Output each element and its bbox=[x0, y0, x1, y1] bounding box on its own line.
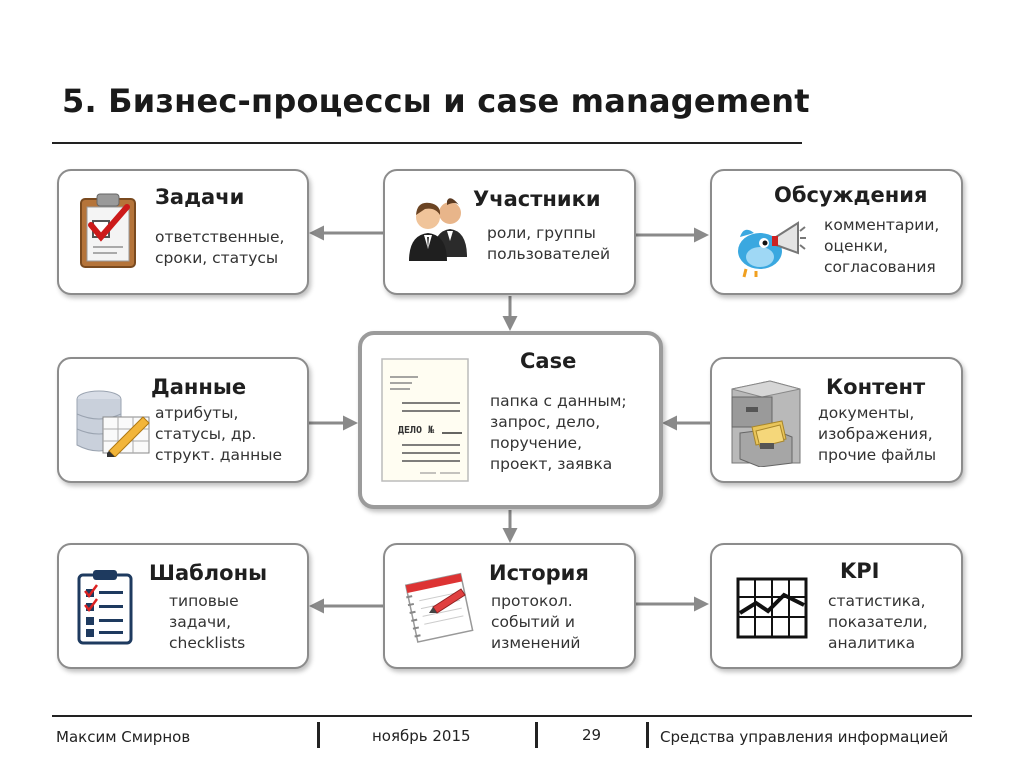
box-data-line: статусы, др. bbox=[155, 425, 257, 443]
box-case-line: поручение, bbox=[490, 434, 582, 452]
bird-megaphone-icon bbox=[734, 213, 806, 283]
box-data-heading: Данные bbox=[151, 375, 247, 399]
box-members: Участники роли, группы пользователей bbox=[383, 169, 636, 295]
box-content: Контент документы, изображения, прочие ф… bbox=[710, 357, 963, 483]
box-templates-line: checklists bbox=[169, 634, 246, 652]
footer-separator bbox=[317, 722, 320, 748]
box-discuss-heading: Обсуждения bbox=[774, 183, 928, 207]
box-members-line: пользователей bbox=[487, 245, 611, 263]
box-history-heading: История bbox=[489, 561, 589, 585]
box-case-desc: папка с данным; запрос, дело, поручение,… bbox=[490, 391, 627, 475]
box-content-line: изображения, bbox=[818, 425, 933, 443]
slide-title: 5. Бизнес-процессы и case management bbox=[62, 82, 810, 120]
box-members-line: роли, группы bbox=[487, 224, 596, 242]
footer-date: ноябрь 2015 bbox=[372, 727, 471, 745]
box-data-line: атрибуты, bbox=[155, 404, 239, 422]
clipboard-check-icon bbox=[77, 191, 139, 273]
box-kpi-line: статистика, bbox=[828, 592, 926, 610]
box-discuss-line: оценки, bbox=[824, 237, 889, 255]
box-content-line: документы, bbox=[818, 404, 915, 422]
box-members-heading: Участники bbox=[473, 187, 601, 211]
box-tasks: Задачи ответственные, сроки, статусы bbox=[57, 169, 309, 295]
box-discuss: Обсуждения комментарии, оценки, согласов… bbox=[710, 169, 963, 295]
box-content-heading: Контент bbox=[826, 375, 926, 399]
notebook-icon bbox=[399, 571, 477, 647]
footer-course: Средства управления информацией bbox=[660, 728, 949, 746]
box-case-line: проект, заявка bbox=[490, 455, 613, 473]
line-chart-icon bbox=[736, 577, 808, 645]
box-templates: Шаблоны типовые задачи, checklists bbox=[57, 543, 309, 669]
box-kpi-heading: KPI bbox=[840, 559, 880, 583]
box-history-line: изменений bbox=[491, 634, 581, 652]
box-tasks-line: сроки, статусы bbox=[155, 249, 279, 267]
footer-author: Максим Смирнов bbox=[56, 728, 191, 746]
box-case-heading: Case bbox=[520, 349, 577, 373]
box-templates-heading: Шаблоны bbox=[149, 561, 268, 585]
box-discuss-desc: комментарии, оценки, согласования bbox=[824, 215, 939, 278]
box-discuss-line: согласования bbox=[824, 258, 936, 276]
box-history-desc: протокол. событий и изменений bbox=[491, 591, 581, 654]
document-icon: ДЕЛО № bbox=[380, 357, 472, 489]
box-data-line: структ. данные bbox=[155, 446, 283, 464]
box-kpi: KPI статистика, показатели, аналитика bbox=[710, 543, 963, 669]
footer-rule bbox=[52, 715, 972, 717]
checklist-icon bbox=[77, 569, 133, 649]
box-templates-line: задачи, bbox=[169, 613, 232, 631]
footer-separator bbox=[646, 722, 649, 748]
file-cabinet-icon bbox=[726, 379, 806, 471]
box-templates-desc: типовые задачи, checklists bbox=[169, 591, 245, 654]
box-kpi-line: показатели, bbox=[828, 613, 928, 631]
box-history: История протокол. событий и изменений bbox=[383, 543, 636, 669]
database-icon bbox=[73, 387, 153, 461]
footer-page-number: 29 bbox=[582, 726, 602, 744]
box-data: Данные атрибуты, статусы, др. структ. да… bbox=[57, 357, 309, 483]
box-case: ДЕЛО № Case папка с данным; запрос, дело… bbox=[358, 331, 663, 509]
box-tasks-desc: ответственные, сроки, статусы bbox=[155, 227, 284, 269]
box-kpi-desc: статистика, показатели, аналитика bbox=[828, 591, 928, 654]
box-members-desc: роли, группы пользователей bbox=[487, 223, 610, 265]
box-content-line: прочие файлы bbox=[818, 446, 937, 464]
footer-separator bbox=[535, 722, 538, 748]
box-history-line: событий и bbox=[491, 613, 575, 631]
box-kpi-line: аналитика bbox=[828, 634, 916, 652]
box-discuss-line: комментарии, bbox=[824, 216, 940, 234]
box-tasks-line: ответственные, bbox=[155, 228, 285, 246]
people-icon bbox=[403, 195, 473, 265]
box-case-line: запрос, дело, bbox=[490, 413, 601, 431]
document-label: ДЕЛО № bbox=[398, 425, 435, 436]
box-data-desc: атрибуты, статусы, др. структ. данные bbox=[155, 403, 282, 466]
box-case-line: папка с данным; bbox=[490, 392, 627, 410]
box-history-line: протокол. bbox=[491, 592, 573, 610]
title-underline bbox=[52, 142, 802, 144]
box-templates-line: типовые bbox=[169, 592, 239, 610]
box-tasks-heading: Задачи bbox=[155, 185, 245, 209]
box-content-desc: документы, изображения, прочие файлы bbox=[818, 403, 936, 466]
